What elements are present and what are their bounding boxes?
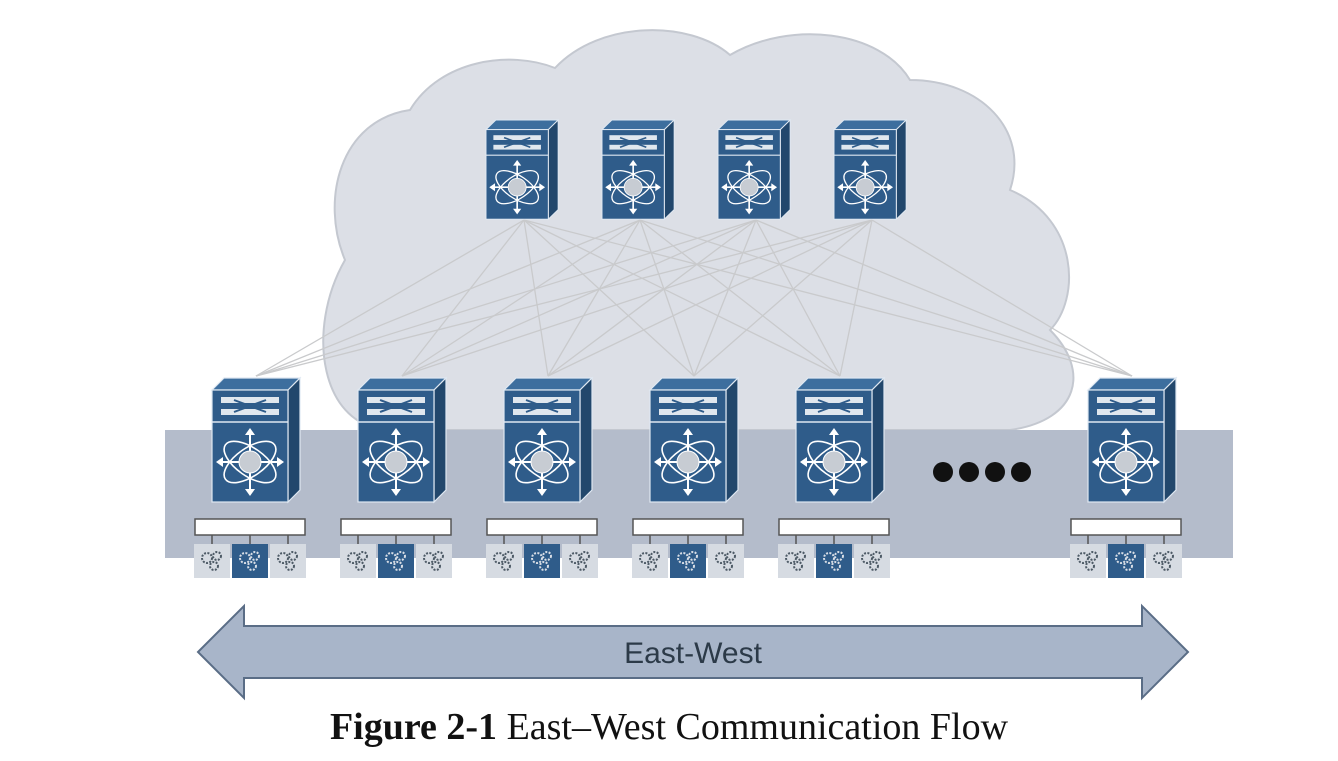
- fabric-link: [547, 219, 873, 377]
- arrow-label: East-West: [624, 637, 762, 670]
- server-box: [416, 544, 452, 578]
- server-box: [194, 544, 230, 578]
- server-box: [632, 544, 668, 578]
- server-box: [378, 544, 414, 578]
- server-box: [708, 544, 744, 578]
- leaf-group: [340, 377, 452, 578]
- spine-switch-icon: [601, 119, 675, 221]
- server-box: [778, 544, 814, 578]
- ellipsis-dots: [933, 462, 1031, 482]
- server-box: [562, 544, 598, 578]
- access-bar: [340, 518, 452, 536]
- figure-title: East–West Communication Flow: [506, 706, 1009, 748]
- east-west-arrow: East-West: [196, 603, 1190, 701]
- leaf-layer: [194, 377, 1182, 578]
- server-box: [232, 544, 268, 578]
- access-bar: [194, 518, 306, 536]
- fabric-link: [523, 219, 695, 377]
- server-box: [270, 544, 306, 578]
- fabric-link: [401, 219, 757, 377]
- server-box: [340, 544, 376, 578]
- leaf-switch-icon: [1087, 377, 1177, 503]
- server-box: [670, 544, 706, 578]
- leaf-switch-icon: [357, 377, 447, 503]
- fabric-links: [255, 219, 1133, 377]
- leaf-group: [194, 377, 306, 578]
- fabric-link: [255, 219, 757, 377]
- fabric-link: [401, 219, 641, 377]
- leaf-switch-icon: [503, 377, 593, 503]
- fabric-link: [401, 219, 525, 377]
- leaf-group: [632, 377, 744, 578]
- leaf-switch-icon: [211, 377, 301, 503]
- fabric-link: [523, 219, 549, 377]
- fabric-link: [255, 219, 873, 377]
- leaf-switch-icon: [649, 377, 739, 503]
- fabric-link: [255, 219, 525, 377]
- fabric-link: [693, 219, 757, 377]
- spine-switch-icon: [833, 119, 907, 221]
- leaf-group: [778, 377, 890, 578]
- fabric-link: [639, 219, 695, 377]
- leaf-group: [1070, 377, 1182, 578]
- fabric-link: [871, 219, 1133, 377]
- leaf-switch-icon: [795, 377, 885, 503]
- server-box: [816, 544, 852, 578]
- access-bar: [486, 518, 598, 536]
- figure-number: Figure 2-1: [329, 706, 498, 748]
- fabric-link: [547, 219, 641, 377]
- spine-switch-icon: [485, 119, 559, 221]
- leaf-group: [486, 377, 598, 578]
- server-box: [854, 544, 890, 578]
- fabric-link: [401, 219, 873, 377]
- fabric-link: [693, 219, 873, 377]
- server-box: [486, 544, 522, 578]
- figure-caption: Figure 2-1 East–West Communication Flow: [0, 704, 1338, 750]
- access-bar: [778, 518, 890, 536]
- access-bar: [632, 518, 744, 536]
- spine-switch-icon: [717, 119, 791, 221]
- cloud: [322, 29, 1075, 431]
- server-box: [1070, 544, 1106, 578]
- fabric-link: [839, 219, 873, 377]
- server-box: [1108, 544, 1144, 578]
- access-bar: [1070, 518, 1182, 536]
- server-box: [524, 544, 560, 578]
- fabric-link: [255, 219, 641, 377]
- fabric-link: [547, 219, 757, 377]
- server-box: [1146, 544, 1182, 578]
